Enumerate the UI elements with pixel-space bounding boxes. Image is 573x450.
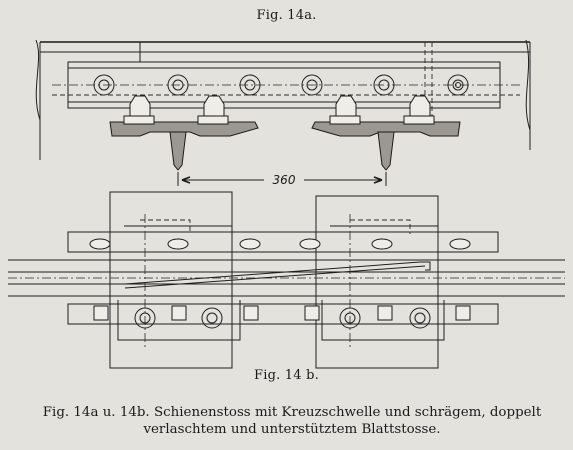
figure-caption: Fig. 14a u. 14b. Schienenstoss mit Kreuz… [22,404,562,438]
clip-nuts-14a [129,95,431,117]
figure-14a-label: Fig. 14a. [256,8,317,23]
bolt-row-14b-top [89,238,471,250]
figure-14b-drawing [8,191,565,369]
bolt-row-14b-bottom [93,305,471,329]
figure-14b-label: Fig. 14 b. [254,368,319,383]
bolt-row-14a [93,74,469,96]
caption-line-1: Fig. 14a u. 14b. Schienenstoss mit Kreuz… [42,405,542,420]
dimension-360-label: 360 [273,173,296,187]
caption-line-2: verlaschtem und unterstütztem Blattstoss… [143,422,441,437]
figure-14a-drawing: 360 [35,39,531,187]
